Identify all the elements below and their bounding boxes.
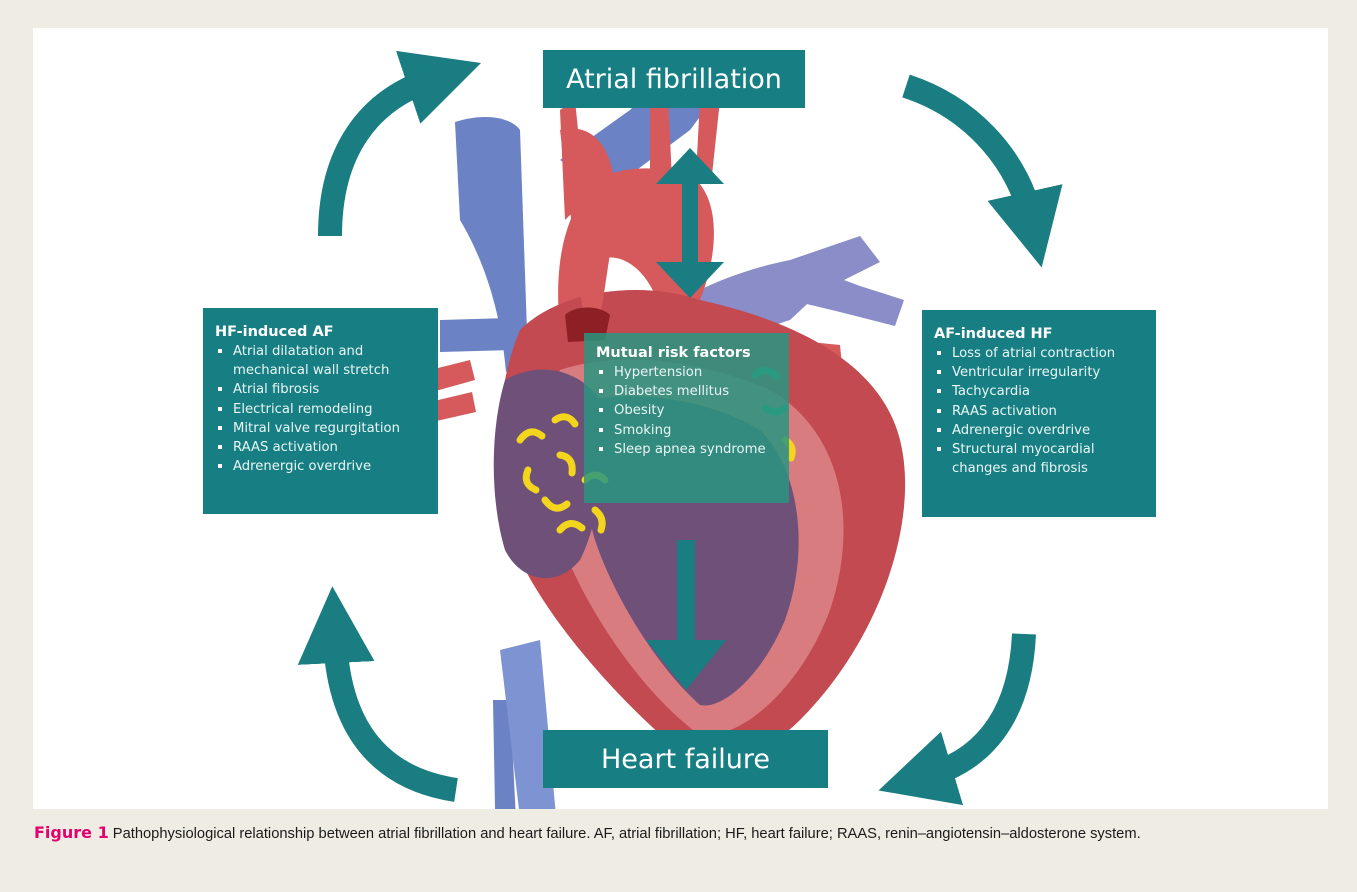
hf-induced-af-box: HF-induced AF Atrial dilatation and mech… [203, 308, 438, 514]
list-item: Sleep apnea syndrome [596, 440, 775, 459]
list-item: Structural myocardial changes and fibros… [934, 440, 1142, 478]
mutual-risk-factors-list: Hypertension Diabetes mellitus Obesity S… [596, 363, 775, 459]
hf-induced-af-title: HF-induced AF [215, 324, 424, 340]
list-item: Ventricular irregularity [934, 363, 1142, 382]
list-item: Smoking [596, 421, 775, 440]
list-item: Hypertension [596, 363, 775, 382]
mutual-risk-factors-title: Mutual risk factors [596, 345, 775, 361]
arrow-af-to-hf [906, 86, 1030, 215]
list-item: RAAS activation [215, 438, 424, 457]
list-item: Electrical remodeling [215, 400, 424, 419]
list-item: Atrial dilatation and mechanical wall st… [215, 342, 424, 380]
list-item: Obesity [596, 401, 775, 420]
list-item: Tachycardia [934, 382, 1142, 401]
list-item: Atrial fibrosis [215, 380, 424, 399]
list-item: Adrenergic overdrive [934, 421, 1142, 440]
hf-induced-af-list: Atrial dilatation and mechanical wall st… [215, 342, 424, 476]
list-item: Adrenergic overdrive [215, 457, 424, 476]
caption-text: Pathophysiological relationship between … [113, 826, 1141, 842]
list-item: Mitral valve regurgitation [215, 419, 424, 438]
list-item: Loss of atrial contraction [934, 344, 1142, 363]
mutual-risk-factors-box: Mutual risk factors Hypertension Diabete… [584, 333, 789, 503]
af-induced-hf-title: AF-induced HF [934, 326, 1142, 342]
list-item: RAAS activation [934, 402, 1142, 421]
arrow-box-to-hf [335, 640, 456, 790]
figure-caption: Figure 1 Pathophysiological relationship… [34, 820, 1324, 847]
arrow-to-af [330, 80, 430, 236]
af-induced-hf-box: AF-induced HF Loss of atrial contraction… [922, 310, 1156, 517]
arrow-hf-to-box [930, 634, 1024, 775]
heart-failure-box: Heart failure [543, 730, 828, 788]
list-item: Diabetes mellitus [596, 382, 775, 401]
atrial-fibrillation-box: Atrial fibrillation [543, 50, 805, 108]
figure-label: Figure 1 [34, 823, 109, 842]
af-induced-hf-list: Loss of atrial contraction Ventricular i… [934, 344, 1142, 478]
